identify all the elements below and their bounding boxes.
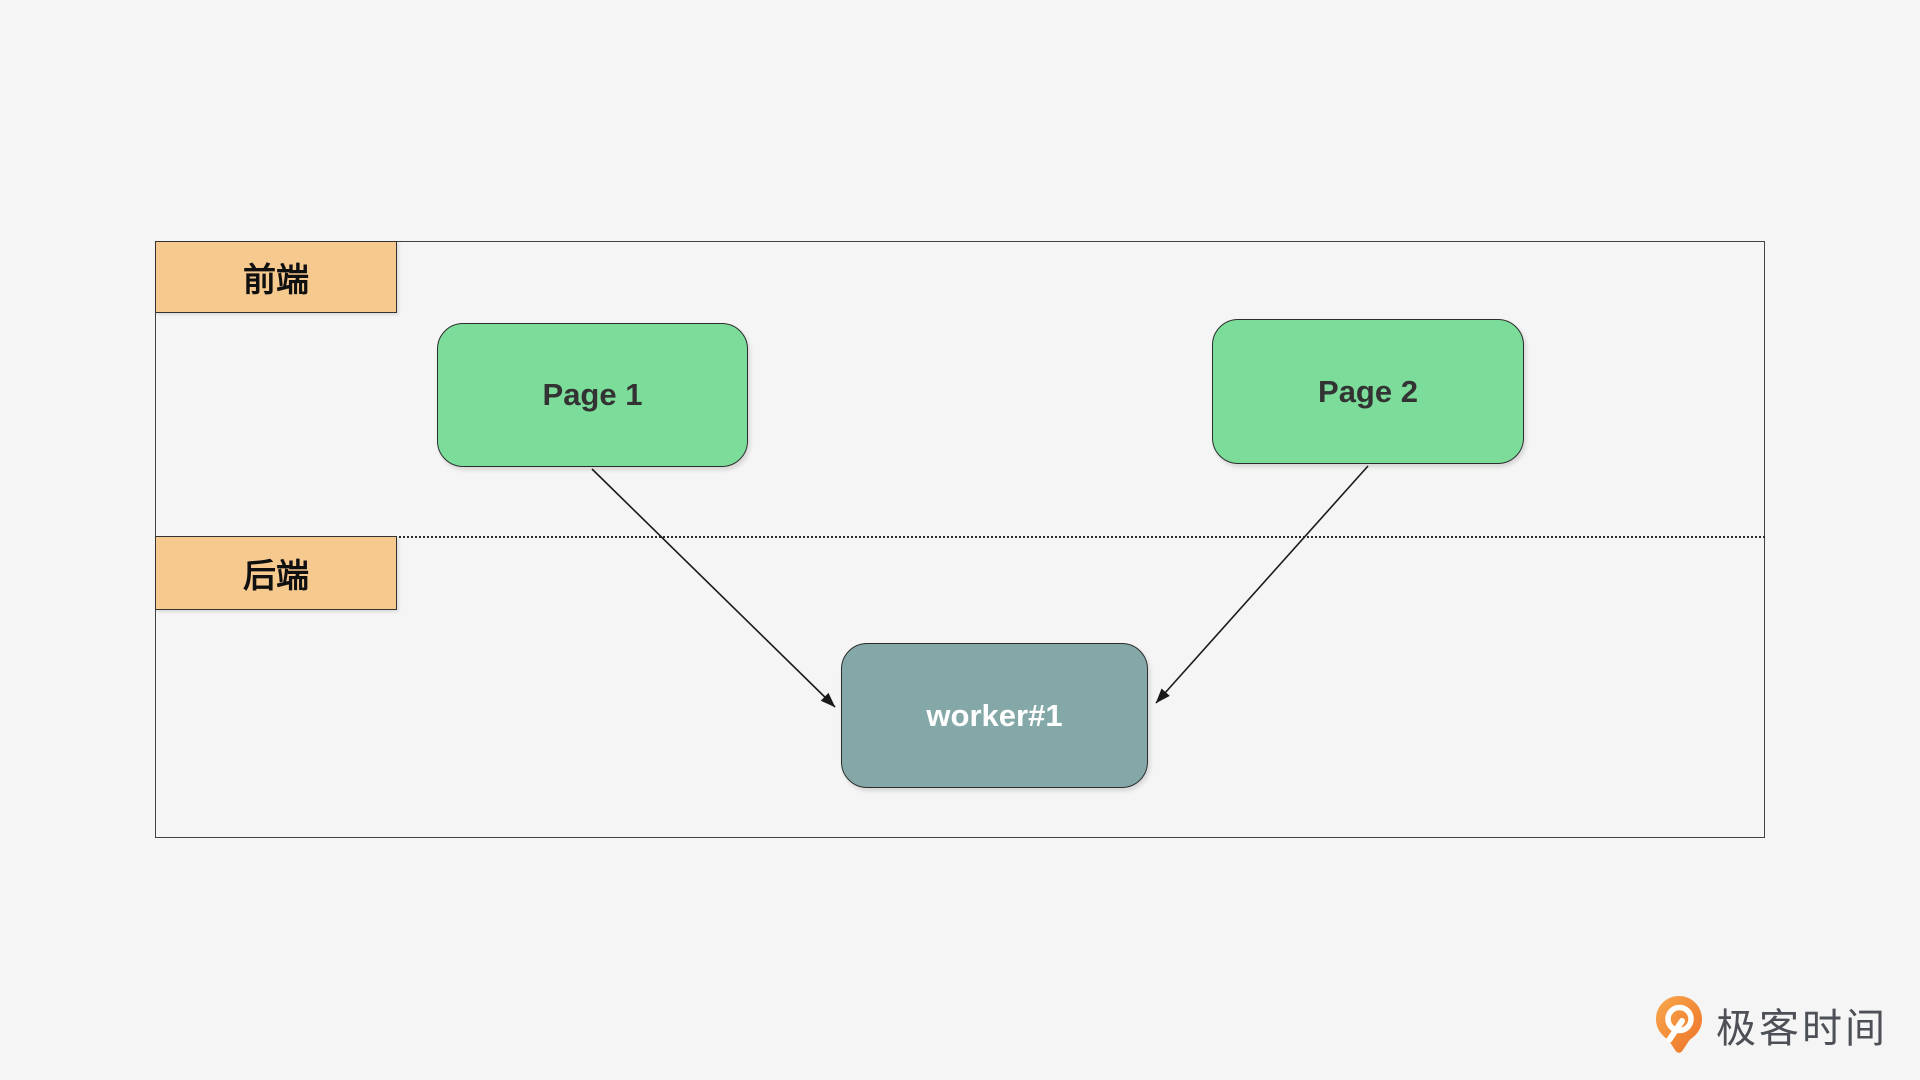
geektime-pin-icon bbox=[1656, 996, 1702, 1053]
geektime-logo: 极客时间 bbox=[1655, 995, 1888, 1055]
geektime-logo-text: 极客时间 bbox=[1716, 1007, 1888, 1051]
lane-label-backend-text: 后端 bbox=[243, 557, 309, 594]
node-page2-label: Page 2 bbox=[1318, 373, 1418, 409]
node-page1-label: Page 1 bbox=[542, 377, 643, 412]
node-page2: Page 2 bbox=[1212, 319, 1524, 464]
node-page1: Page 1 bbox=[437, 323, 748, 467]
lane-label-frontend: 前端 bbox=[155, 241, 397, 313]
lane-divider bbox=[155, 536, 1765, 538]
lane-label-frontend-text: 前端 bbox=[243, 261, 309, 298]
node-worker1-label: worker#1 bbox=[926, 697, 1063, 733]
lane-label-backend: 后端 bbox=[155, 536, 397, 610]
node-worker1: worker#1 bbox=[841, 643, 1148, 788]
